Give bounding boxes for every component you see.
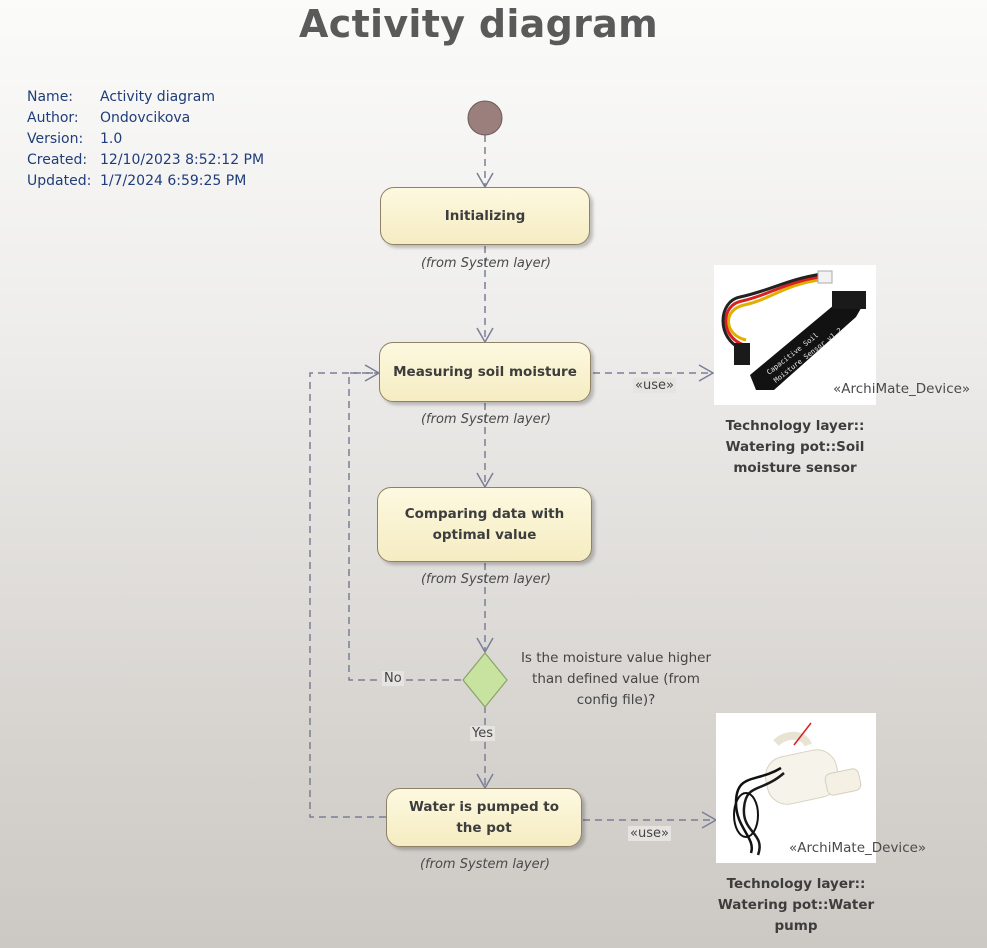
activity-label: Measuring soil moisture: [393, 363, 577, 380]
water-pump-image: [733, 722, 862, 856]
soil-moisture-sensor-device[interactable]: Capacitive Soil Moisture Sensor v1.2: [714, 265, 876, 405]
activity-label: Water is pumped to the pot: [408, 798, 560, 836]
meta-value: 1.0: [100, 131, 123, 147]
activity-origin-note: (from System layer): [419, 857, 551, 872]
arrowhead: [476, 637, 494, 654]
decision-question: Is the moisture value higher than define…: [520, 650, 712, 708]
sensor-stereotype: «ArchiMate_Device»: [833, 381, 971, 397]
use-label-sensor: «use»: [633, 378, 676, 393]
meta-key: Name:: [27, 89, 74, 105]
decision-no-label: No: [382, 671, 404, 686]
activity-water-pumped[interactable]: Water is pumped to the pot: [386, 788, 582, 847]
pump-device-name: Technology layer:: Watering pot::Water p…: [717, 876, 875, 934]
meta-value: Activity diagram: [100, 89, 216, 105]
diagram-metadata: Name: Activity diagram Author: Ondovcikova…: [27, 87, 264, 192]
arrowhead: [698, 364, 715, 382]
decision-node[interactable]: [462, 652, 508, 708]
activity-label: Comparing data with optimal value: [404, 505, 565, 543]
pump-stereotype: «ArchiMate_Device»: [789, 840, 927, 856]
sensor-device-name: Technology layer:: Watering pot::Soil mo…: [725, 418, 865, 476]
meta-row-author: Author: Ondovcikova: [27, 108, 264, 129]
meta-value: 12/10/2023 8:52:12 PM: [100, 152, 265, 168]
edge-pump-loop[interactable]: [309, 372, 386, 818]
soil-sensor-image: Capacitive Soil Moisture Sensor v1.2: [721, 270, 866, 390]
meta-value: Ondovcikova: [100, 110, 191, 126]
meta-row-version: Version: 1.0: [27, 129, 264, 150]
activity-origin-note: (from System layer): [420, 412, 552, 427]
activity-measuring-soil-moisture[interactable]: Measuring soil moisture: [379, 342, 591, 402]
meta-key: Updated:: [27, 173, 92, 189]
meta-key: Version:: [27, 131, 84, 147]
meta-key: Created:: [27, 152, 88, 168]
activity-initializing[interactable]: Initializing: [380, 187, 590, 245]
meta-row-created: Created: 12/10/2023 8:52:12 PM: [27, 150, 264, 171]
meta-key: Author:: [27, 110, 79, 126]
edge-decision-no[interactable]: [348, 372, 461, 681]
meta-row-updated: Updated: 1/7/2024 6:59:25 PM: [27, 171, 264, 192]
activity-comparing-data[interactable]: Comparing data with optimal value: [377, 487, 592, 562]
meta-row-name: Name: Activity diagram: [27, 87, 264, 108]
activity-origin-note: (from System layer): [420, 572, 552, 587]
water-pump-device[interactable]: [716, 713, 876, 863]
use-label-pump: «use»: [628, 826, 671, 841]
activity-origin-note: (from System layer): [420, 256, 552, 271]
activity-label: Initializing: [444, 207, 526, 224]
decision-yes-label: Yes: [470, 726, 495, 741]
meta-value: 1/7/2024 6:59:25 PM: [100, 173, 247, 189]
start-node[interactable]: [467, 100, 503, 136]
diagram-title: Activity diagram: [299, 2, 658, 46]
